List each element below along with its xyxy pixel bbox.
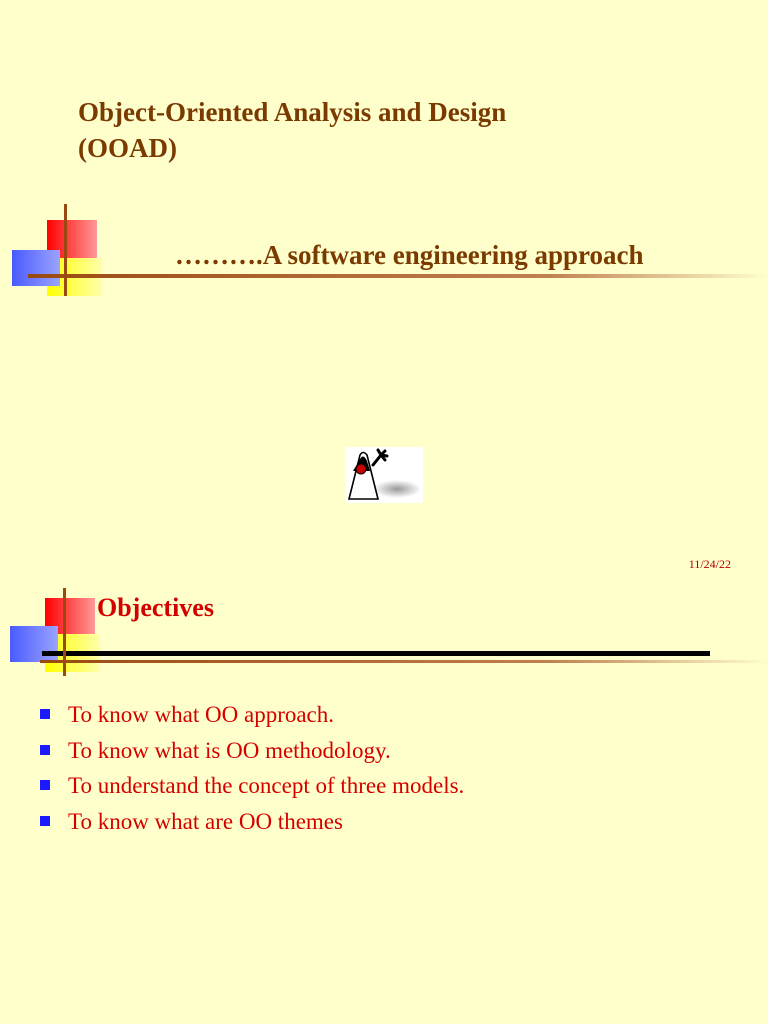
objectives-heading: Objectives xyxy=(97,593,214,622)
blue-square xyxy=(12,250,60,286)
list-item-text: To know what are OO themes xyxy=(68,808,343,834)
square-bullet-icon xyxy=(40,744,50,755)
slide-title: Object-Oriented Analysis and Design (OOA… xyxy=(12,94,768,571)
list-item: To know what OO approach. xyxy=(40,697,464,733)
square-bullet-icon xyxy=(40,709,50,719)
list-item: To know what is OO methodology. xyxy=(40,733,464,769)
horizontal-rule-black xyxy=(42,651,710,656)
square-bullet-icon xyxy=(40,815,50,826)
decorative-squares-graphic xyxy=(10,588,768,676)
java-duke-mascot-icon xyxy=(345,447,423,503)
slide-date: 11/24/22 xyxy=(688,557,731,571)
vertical-rule xyxy=(64,204,67,296)
decorative-squares-graphic xyxy=(12,204,768,296)
horizontal-rule-faded xyxy=(40,660,768,663)
square-bullet-icon xyxy=(40,780,50,790)
list-item-text: To know what OO approach. xyxy=(68,702,335,727)
list-item: To understand the concept of three model… xyxy=(40,768,464,804)
slide-subtitle: ……….A software engineering approach xyxy=(175,240,644,270)
slide-title-heading: Object-Oriented Analysis and Design (OOA… xyxy=(78,94,506,166)
blue-square xyxy=(10,626,58,662)
list-item-text: To understand the concept of three model… xyxy=(68,773,465,798)
slide-objectives: Objectives To know what OO approach. To … xyxy=(0,580,768,1024)
title-line-2: (OOAD) xyxy=(78,133,177,163)
objectives-list: To know what OO approach. To know what i… xyxy=(40,697,464,839)
horizontal-rule xyxy=(28,274,768,278)
title-line-1: Object-Oriented Analysis and Design xyxy=(78,97,507,127)
list-item: To know what are OO themes xyxy=(40,804,464,840)
vertical-rule xyxy=(63,588,66,676)
list-item-text: To know what is OO methodology. xyxy=(68,737,391,763)
